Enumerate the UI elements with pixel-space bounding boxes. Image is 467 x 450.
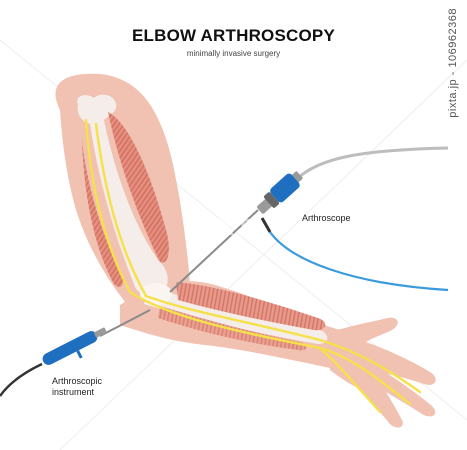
instrument-shaft — [99, 309, 151, 337]
stock-id-label: pixta.jp - 106962368 — [447, 8, 459, 118]
instrument-cable — [0, 362, 43, 397]
nerves — [84, 118, 422, 414]
hand-skin — [330, 317, 436, 428]
instrument-label-line1: Arthroscopic — [52, 376, 103, 386]
arthroscope-light-post — [260, 217, 272, 233]
arthroscope-gray-cable — [296, 146, 449, 180]
forearm-muscles — [176, 282, 326, 331]
page-title: ELBOW ARTHROSCOPY — [132, 26, 335, 45]
elbow-joint — [140, 283, 172, 305]
biceps-muscle — [108, 112, 169, 263]
arthroscope-label: Arthroscope — [302, 213, 351, 223]
instrument-label-line2: instrument — [52, 387, 95, 397]
watermark: PIXTA — [193, 214, 270, 240]
instrument-label: Arthroscopic instrument — [52, 376, 102, 398]
arthroscope-device — [257, 171, 303, 214]
triceps-muscle — [82, 140, 123, 287]
instrument-handle — [42, 327, 107, 365]
arthroscope-shaft — [169, 209, 259, 293]
arthroscope-blue-cable — [269, 231, 449, 292]
page-subtitle: minimally invasive surgery — [186, 49, 281, 58]
